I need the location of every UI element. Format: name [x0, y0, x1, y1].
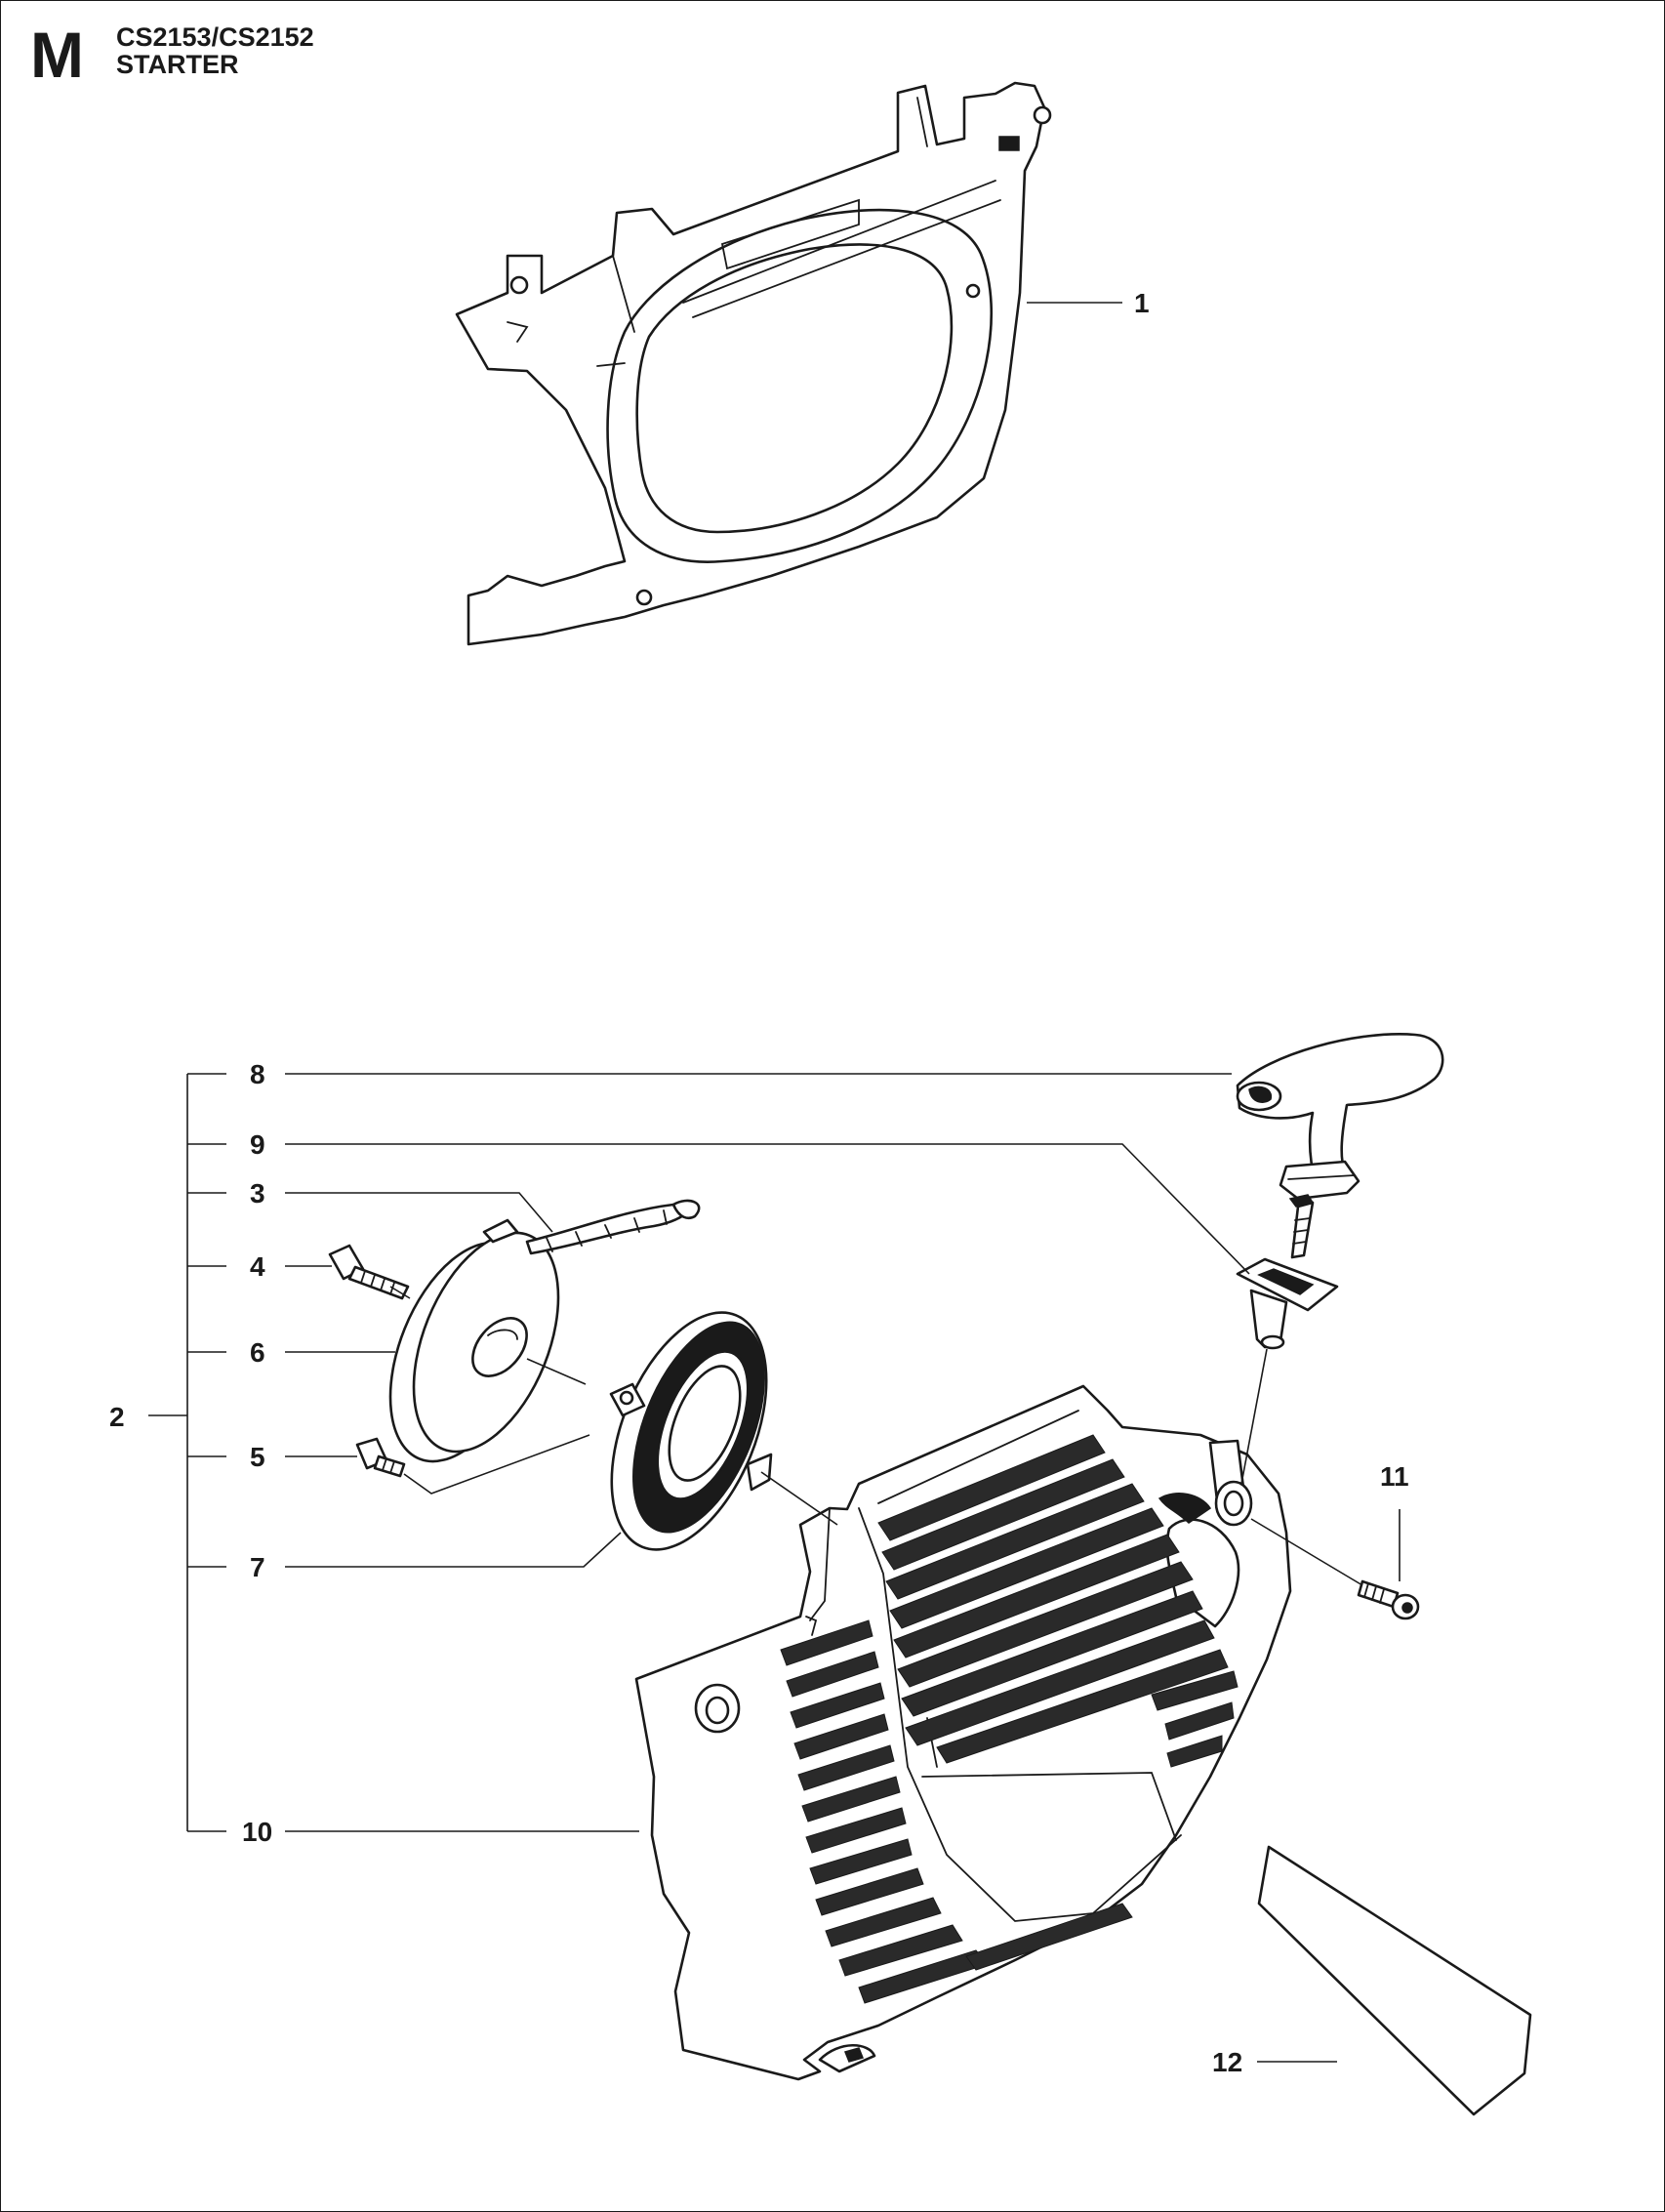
callout-5: 5 [250, 1442, 265, 1472]
callout-numbers: 1 2 3 4 5 6 7 8 9 10 11 12 [109, 288, 1409, 2077]
model-number: CS2153/CS2152 [116, 22, 314, 52]
part-11-cover-screw [1357, 1579, 1420, 1620]
part-12-decal [1257, 1845, 1532, 2116]
part-10-starter-cover [634, 1384, 1292, 2081]
callout-7: 7 [250, 1552, 265, 1582]
callout-3: 3 [250, 1178, 265, 1208]
cover-grille-vents-lower [780, 1619, 1133, 2004]
part-3-starter-rope [525, 1199, 701, 1255]
callout-1: 1 [1134, 288, 1150, 318]
callout-6: 6 [250, 1337, 265, 1368]
cover-grille-vents [877, 1434, 1239, 1768]
callout-11: 11 [1380, 1461, 1409, 1492]
assembly-title: STARTER [116, 50, 239, 79]
part-8-grip-handle [1236, 1033, 1444, 1208]
callout-12: 12 [1212, 2047, 1242, 2077]
callout-2: 2 [109, 1402, 125, 1432]
part-7-recoil-spring [609, 1311, 773, 1551]
part-5-pawl-screw [355, 1437, 406, 1478]
callout-10: 10 [242, 1817, 272, 1847]
part-4-center-screw [328, 1244, 410, 1300]
part-9-rope-guide [1236, 1257, 1339, 1350]
callout-8: 8 [250, 1059, 265, 1089]
starter-cord [1290, 1201, 1315, 1259]
part-6-rope-pulley [388, 1218, 560, 1463]
callout-9: 9 [250, 1129, 265, 1160]
callout-4: 4 [250, 1251, 265, 1282]
part-1-housing-frame [455, 81, 1052, 646]
section-letter: M [30, 19, 84, 91]
leader-lines [148, 302, 1401, 2063]
